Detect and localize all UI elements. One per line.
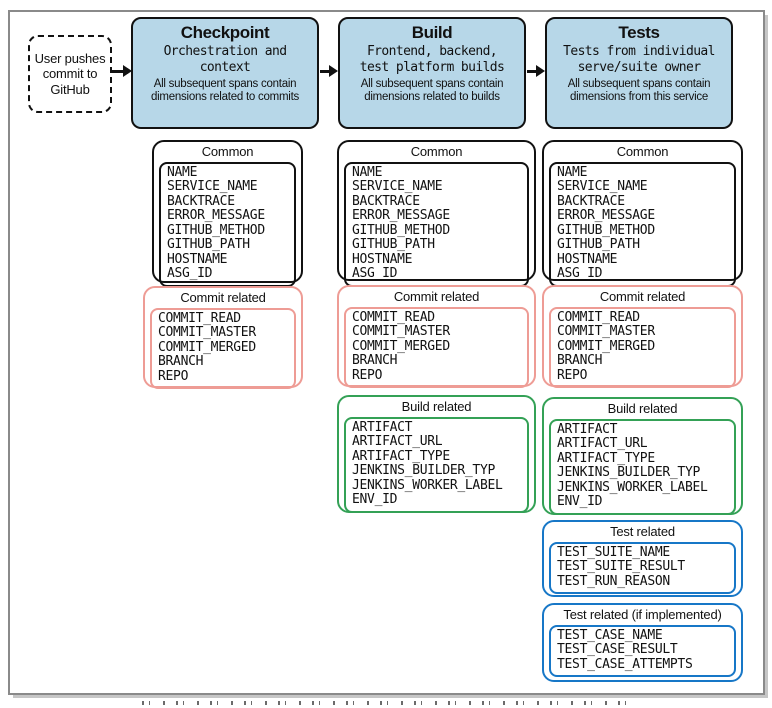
attribute-list: ARTIFACT ARTIFACT_URL ARTIFACT_TYPE JENK… — [549, 418, 736, 515]
section-title: Common — [410, 144, 463, 159]
attribute-list: COMMIT_READ COMMIT_MASTER COMMIT_MERGED … — [344, 306, 529, 389]
section-title: Commit related — [599, 289, 686, 304]
attribute-list: ARTIFACT ARTIFACT_URL ARTIFACT_TYPE JENK… — [344, 416, 529, 513]
stage-checkpoint: Checkpoint Orchestration and context All… — [131, 17, 319, 129]
attribute-list: COMMIT_READ COMMIT_MASTER COMMIT_MERGED … — [549, 306, 736, 389]
stage-title: Tests — [618, 23, 660, 42]
stage-tests: Tests Tests from individual serve/suite … — [545, 17, 733, 129]
build-common-box: Common NAME SERVICE_NAME BACKTRACE ERROR… — [337, 140, 536, 287]
section-title: Test related (if implemented) — [563, 607, 722, 622]
checkpoint-common-box: Common NAME SERVICE_NAME BACKTRACE ERROR… — [152, 140, 303, 287]
tests-commit-box: Commit related COMMIT_READ COMMIT_MASTER… — [542, 285, 743, 389]
section-title: Commit related — [180, 290, 266, 305]
build-commit-box: Commit related COMMIT_READ COMMIT_MASTER… — [337, 285, 536, 389]
attribute-list: NAME SERVICE_NAME BACKTRACE ERROR_MESSAG… — [549, 161, 736, 287]
section-title: Common — [201, 144, 254, 159]
section-title: Common — [616, 144, 669, 159]
stage-note: All subsequent spans contain dimensions … — [150, 77, 300, 104]
section-title: Commit related — [393, 289, 480, 304]
tests-testrelated-box: Test related TEST_SUITE_NAME TEST_SUITE_… — [542, 520, 743, 597]
attribute-list: NAME SERVICE_NAME BACKTRACE ERROR_MESSAG… — [159, 161, 296, 287]
tests-testrelated-impl-box: Test related (if implemented) TEST_CASE_… — [542, 603, 743, 682]
trigger-box: User pushes commit to GitHub — [28, 35, 112, 113]
stage-title: Checkpoint — [180, 23, 270, 42]
arrow-build-to-tests — [527, 66, 545, 76]
arrow-checkpoint-to-build — [320, 66, 338, 76]
section-title: Build related — [607, 401, 678, 416]
stage-build: Build Frontend, backend, test platform b… — [338, 17, 526, 129]
attribute-list: TEST_SUITE_NAME TEST_SUITE_RESULT TEST_R… — [549, 541, 736, 595]
tests-buildrelated-box: Build related ARTIFACT ARTIFACT_URL ARTI… — [542, 397, 743, 515]
stage-subtitle: Orchestration and context — [163, 44, 287, 75]
attribute-list: COMMIT_READ COMMIT_MASTER COMMIT_MERGED … — [150, 307, 296, 390]
stage-subtitle: Frontend, backend, test platform builds — [359, 44, 505, 75]
checkpoint-commit-box: Commit related COMMIT_READ COMMIT_MASTER… — [143, 286, 303, 390]
stage-subtitle: Tests from individual serve/suite owner — [563, 44, 715, 75]
attribute-list: NAME SERVICE_NAME BACKTRACE ERROR_MESSAG… — [344, 161, 529, 287]
stage-note: All subsequent spans contain dimensions … — [567, 77, 711, 104]
trigger-label: User pushes commit to GitHub — [34, 50, 106, 97]
stage-note: All subsequent spans contain dimensions … — [360, 77, 504, 104]
section-title: Build related — [401, 399, 472, 414]
attribute-list: TEST_CASE_NAME TEST_CASE_RESULT TEST_CAS… — [549, 624, 736, 678]
clipped-caption-fragment — [142, 701, 630, 705]
build-buildrelated-box: Build related ARTIFACT ARTIFACT_URL ARTI… — [337, 395, 536, 513]
tests-common-box: Common NAME SERVICE_NAME BACKTRACE ERROR… — [542, 140, 743, 287]
section-title: Test related — [610, 524, 675, 539]
arrow-trigger-to-checkpoint — [112, 66, 132, 76]
stage-title: Build — [411, 23, 453, 42]
